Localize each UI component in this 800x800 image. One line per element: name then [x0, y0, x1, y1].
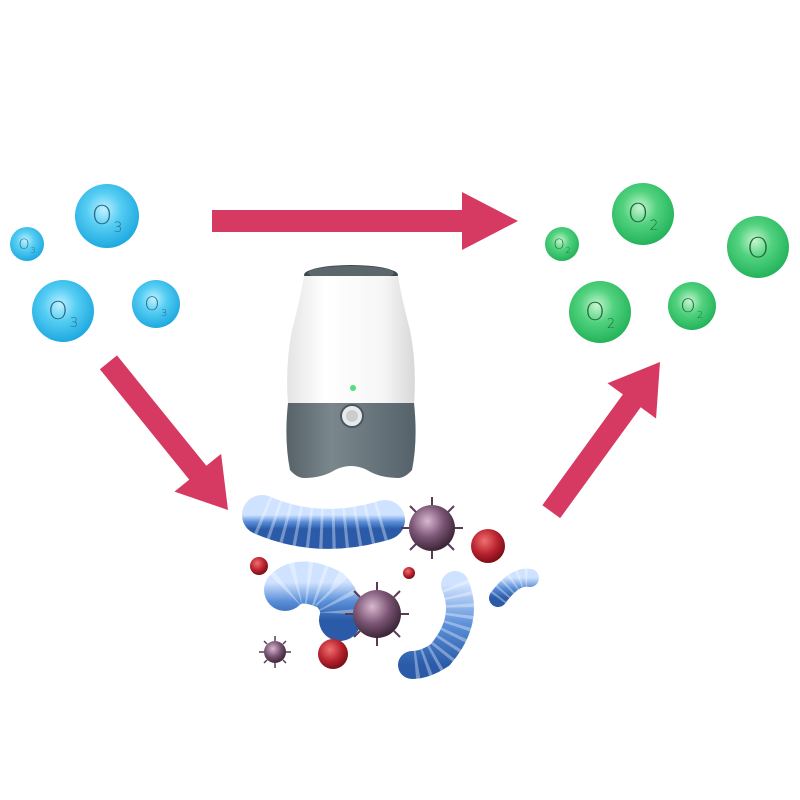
bacteria: [242, 495, 405, 549]
flow-arrow-icon: [99, 192, 660, 519]
svg-text:3: 3: [30, 246, 35, 255]
svg-text:O: O: [92, 201, 112, 231]
virus-red: [318, 639, 348, 669]
svg-text:O: O: [18, 237, 29, 253]
svg-text:3: 3: [114, 220, 123, 236]
top-arrow: [212, 192, 518, 250]
svg-text:2: 2: [607, 317, 615, 332]
svg-text:3: 3: [161, 308, 167, 319]
status-light: [350, 385, 356, 391]
svg-text:3: 3: [70, 316, 78, 331]
ozone-molecule: O 3: [132, 280, 180, 328]
svg-text:2: 2: [697, 310, 703, 321]
ozone-molecule: O 3: [32, 280, 94, 342]
virus-red: [250, 557, 268, 575]
ozone-purifier-device-icon: [286, 265, 416, 478]
oxygen-molecule: O 2: [569, 281, 631, 343]
bacteria: [489, 568, 539, 607]
ozone-molecule: O 3: [10, 227, 44, 261]
svg-text:O: O: [628, 199, 648, 229]
oxygen-molecules: O 2 O 2 O O 2 O 2: [545, 183, 789, 343]
oxygen-molecule: O: [727, 216, 789, 278]
virus: [345, 582, 409, 646]
bacteria: [398, 571, 474, 679]
virus-red: [471, 529, 505, 563]
svg-text:2: 2: [650, 218, 659, 234]
virus: [259, 636, 291, 668]
oxygen-molecule: O 2: [545, 227, 579, 261]
svg-text:O: O: [585, 297, 605, 326]
left-down-arrow: [99, 355, 228, 510]
oxygen-molecule: O 2: [612, 183, 674, 245]
germs-cluster-icon: [242, 495, 539, 679]
svg-text:O: O: [681, 295, 696, 317]
svg-text:O: O: [747, 231, 769, 264]
ozone-molecule: O 3: [75, 184, 139, 248]
right-up-arrow: [542, 362, 660, 519]
svg-text:O: O: [48, 296, 68, 325]
svg-text:O: O: [553, 237, 564, 253]
svg-text:O: O: [145, 293, 160, 315]
svg-text:2: 2: [565, 246, 570, 255]
bacteria: [264, 561, 363, 641]
virus-red: [403, 567, 415, 579]
oxygen-molecule: O 2: [668, 282, 716, 330]
virus: [401, 497, 463, 559]
ozone-molecules: O 3 O 3 O 3 O 3: [10, 184, 180, 342]
